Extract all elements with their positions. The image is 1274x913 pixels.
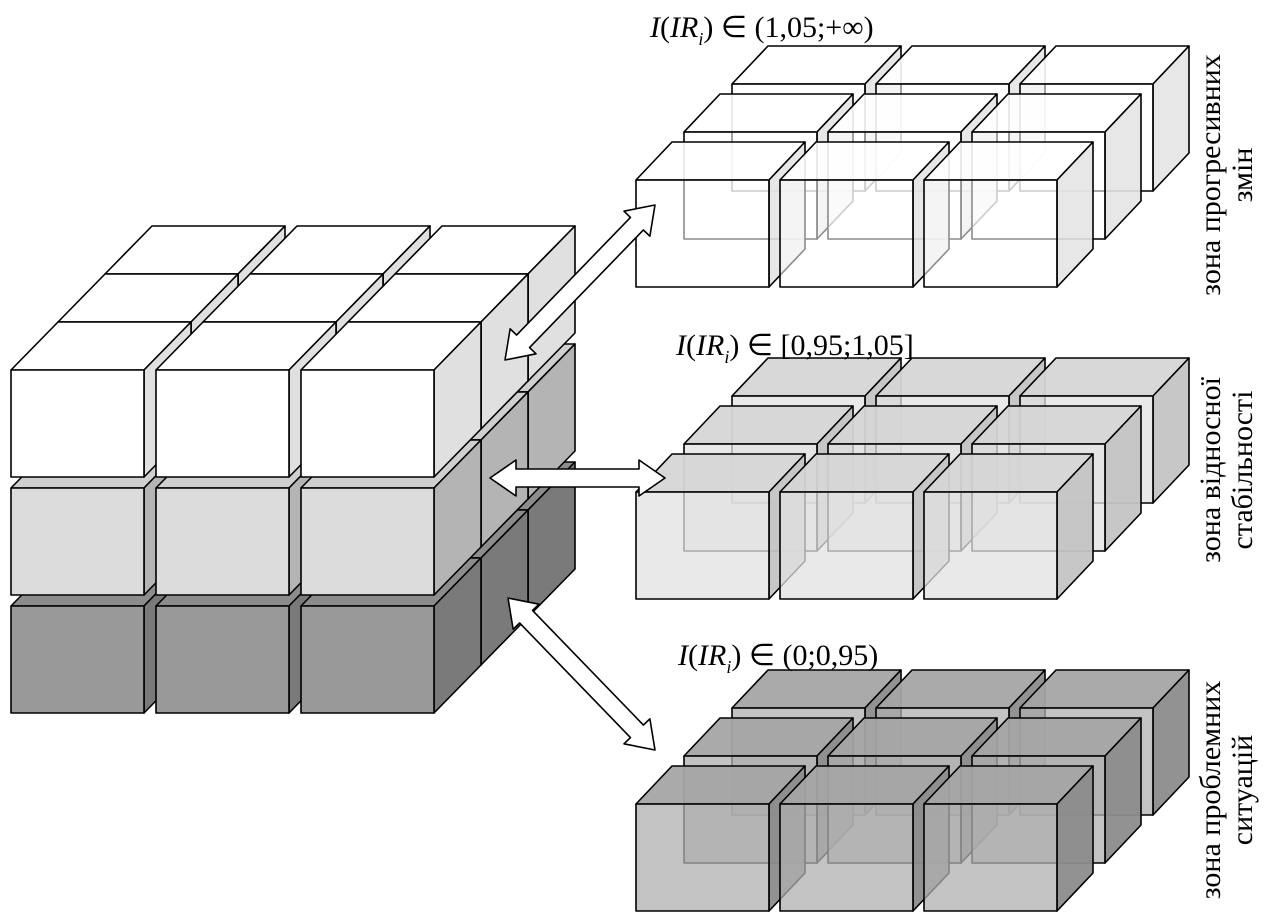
zone2-cube-d0-c2 — [923, 765, 1094, 912]
main-cube-l0-d0-c2-front — [300, 605, 435, 714]
zone0-cube-d0-c0 — [635, 141, 806, 288]
zone2-cube-d0-c0-front — [635, 803, 770, 912]
main-cube-l0-d0-c0-front — [10, 605, 145, 714]
zone1-cube-d0-c1-front — [779, 491, 914, 600]
zone1-cube-d0-c2 — [923, 453, 1094, 600]
zone1-cube-d0-c0-front — [635, 491, 770, 600]
zone0-cube-d0-c2 — [923, 141, 1094, 288]
zone-label-progressive: зона прогресивних змін — [1194, 54, 1259, 296]
zone-label-problem: зона проблемних ситуацій — [1194, 681, 1259, 900]
svg-text:змін: змін — [1226, 148, 1259, 203]
zone1-cube-d0-c2-front — [923, 491, 1058, 600]
arrow-progressive — [504, 204, 656, 361]
svg-text:стабільності: стабільності — [1226, 391, 1259, 550]
zone2-cube-d0-c1-front — [779, 803, 914, 912]
main-cube-l2-d0-c2 — [300, 321, 482, 478]
zone-label-stability: зона відносної стабільності — [1194, 376, 1259, 562]
zone0-cube-d0-c1-front — [779, 179, 914, 288]
main-cube-l1-d0-c1-front — [155, 487, 290, 596]
svg-text:зона відносної: зона відносної — [1194, 376, 1227, 562]
main-cube-l2-d0-c2-front — [300, 369, 435, 478]
arrow-stability — [489, 459, 666, 497]
main-cube-l2-d0-c1-front — [155, 369, 290, 478]
main-cube-l2-d0-c0-front — [10, 369, 145, 478]
formula-stability: I(IRi) ∈ [0,95;1,05] — [675, 329, 914, 367]
main-cube-l1-d0-c2-front — [300, 487, 435, 596]
formula-progressive: I(IRi) ∈ (1,05;+∞) — [649, 11, 874, 49]
svg-text:зона прогресивних: зона прогресивних — [1194, 54, 1227, 296]
svg-text:зона проблемних: зона проблемних — [1194, 681, 1227, 900]
zone0-cube-d0-c2-front — [923, 179, 1058, 288]
svg-text:ситуацій: ситуацій — [1226, 735, 1259, 845]
zone2-cube-d0-c2-front — [923, 803, 1058, 912]
arrows — [489, 204, 666, 751]
arrow-problem — [507, 597, 656, 751]
main-cube-l1-d0-c0-front — [10, 487, 145, 596]
main-cube — [10, 225, 576, 714]
zone0-cube-d0-c0-front — [635, 179, 770, 288]
zone-cubes — [635, 45, 1190, 912]
formula-problem: I(IRi) ∈ (0;0,95) — [677, 639, 878, 677]
main-cube-l0-d0-c1-front — [155, 605, 290, 714]
